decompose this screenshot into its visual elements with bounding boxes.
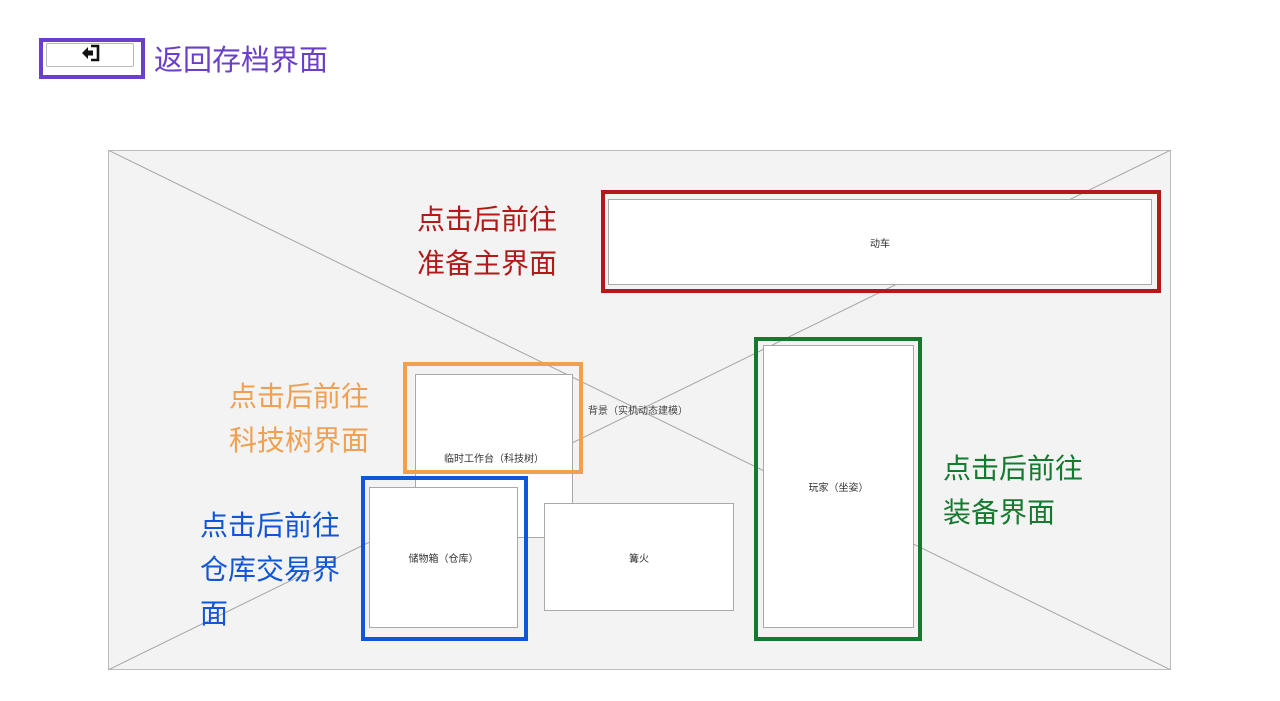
car-area[interactable]: 动车 xyxy=(608,199,1152,285)
workbench-highlight xyxy=(403,362,583,474)
back-button[interactable] xyxy=(46,43,134,67)
car-annotation-line: 准备主界面 xyxy=(417,247,558,280)
storage-annotation: 点击后前往 仓库交易界 面 xyxy=(200,504,340,636)
car-label: 动车 xyxy=(870,238,890,250)
storage-highlight xyxy=(361,476,528,641)
background-label: 背景（实机动态建模） xyxy=(588,406,688,417)
storage-annotation-line: 面 xyxy=(200,597,229,630)
car-annotation: 点击后前往 准备主界面 xyxy=(417,198,557,286)
workbench-annotation-line: 科技树界面 xyxy=(229,424,370,457)
workbench-annotation: 点击后前往 科技树界面 xyxy=(229,375,369,463)
player-annotation-line: 点击后前往 xyxy=(943,452,1084,485)
player-highlight xyxy=(754,337,922,641)
storage-area[interactable]: 储物箱（仓库） xyxy=(369,487,518,628)
car-highlight xyxy=(601,190,1161,293)
campfire-label: 篝火 xyxy=(629,553,649,565)
workbench-label: 临时工作台（科技树） xyxy=(444,454,544,465)
player-label: 玩家（坐姿） xyxy=(808,483,869,494)
car-annotation-line: 点击后前往 xyxy=(417,203,558,236)
campfire-area[interactable]: 篝火 xyxy=(544,503,734,611)
workbench-annotation-line: 点击后前往 xyxy=(229,380,370,413)
back-button-highlight xyxy=(39,38,145,79)
storage-label: 储物箱（仓库） xyxy=(408,554,479,565)
player-annotation-line: 装备界面 xyxy=(943,496,1056,529)
player-area[interactable]: 玩家（坐姿） xyxy=(763,345,914,628)
storage-annotation-line: 点击后前往 xyxy=(200,509,341,542)
exit-arrow-icon xyxy=(79,44,101,66)
storage-annotation-line: 仓库交易界 xyxy=(200,553,341,586)
back-title: 返回存档界面 xyxy=(154,43,329,77)
player-annotation: 点击后前往 装备界面 xyxy=(943,447,1083,535)
